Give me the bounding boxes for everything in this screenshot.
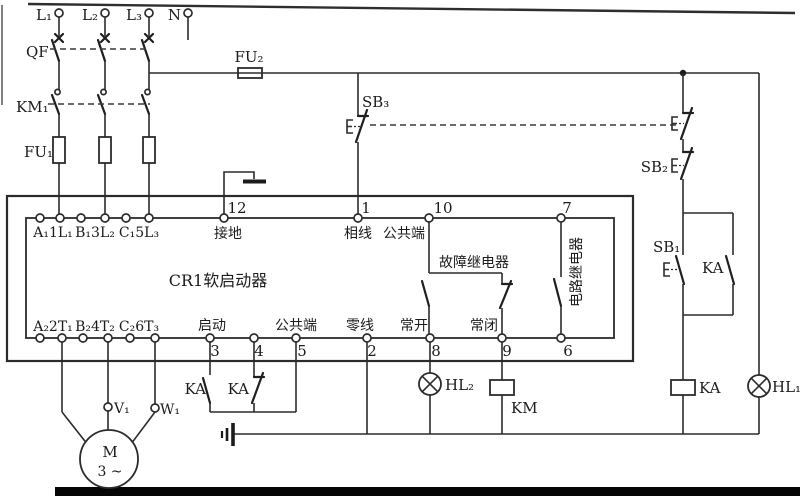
circuit-relay-contact: 电路继电器	[552, 218, 585, 338]
ka-start-contacts: KA KA	[185, 342, 297, 413]
starter-inner-box	[25, 217, 615, 339]
label-FU1: FU₁	[24, 143, 53, 161]
terminal-label-A1-1L1: A₁1L₁	[32, 225, 73, 241]
terminal-number-8: 8	[431, 342, 441, 360]
pushbutton-SB3: SB₃	[346, 73, 676, 218]
stop-chain: SB₂ SB₁ KA KA	[641, 73, 736, 434]
starter-outer-box	[5, 194, 635, 363]
terminal-L2	[100, 8, 110, 18]
qf-pole-3	[140, 17, 155, 90]
pushbutton-SB2: SB₂	[641, 146, 695, 181]
terminal-number-4: 4	[254, 342, 264, 360]
label-V1: V₁	[113, 401, 130, 417]
terminal-label-neutral: 零线	[346, 318, 374, 334]
label-L2: L₂	[82, 6, 98, 24]
label-KA-no: KA	[185, 380, 207, 398]
terminal-number-12: 12	[227, 199, 246, 217]
lamp-HL2: HL₂	[418, 342, 474, 434]
label-HL1: HL₁	[772, 378, 800, 396]
km-coil-icon	[489, 379, 515, 396]
label-W1: W₁	[160, 402, 180, 418]
terminal-number-2: 2	[367, 342, 377, 360]
terminal-label-C2-6T3: C₂6T₃	[119, 319, 159, 335]
motor-label: M	[102, 443, 117, 461]
lamp-HL1: HL₁	[747, 73, 800, 434]
earth-symbol	[223, 171, 266, 218]
terminal-number-1: 1	[361, 199, 371, 217]
label-SB2: SB₂	[641, 158, 668, 176]
label-KM: KM	[511, 399, 538, 417]
terminal-label-C1-5L3: C₁5L₃	[119, 225, 159, 241]
terminal-V1	[103, 402, 113, 412]
label-HL2: HL₂	[445, 376, 474, 394]
fuse-FU2: FU₂	[149, 48, 759, 79]
terminal-label-B1-3L2: B₁3L₂	[75, 225, 115, 241]
motor-icon	[79, 429, 139, 489]
qf-pole-1	[50, 17, 65, 90]
terminal-number-10: 10	[433, 199, 452, 217]
contactor-coil-KM: KM	[489, 342, 538, 434]
motor-circuit: V₁ W₁ M 3 ~	[61, 342, 180, 489]
starter-terminals	[35, 213, 566, 343]
terminal-label-start: 启动	[198, 318, 226, 334]
km1-pole-1	[50, 88, 61, 218]
terminal-label-nc: 常闭	[470, 318, 498, 334]
soft-starter-block: CR1软启动器 故障继电器 电路继电器 12 1 10	[5, 171, 635, 363]
terminal-number-3: 3	[210, 342, 220, 360]
label-QF: QF	[26, 43, 49, 61]
page-bottom-bar	[55, 487, 800, 496]
terminal-label-common-top: 公共端	[383, 226, 425, 242]
terminal-label-no: 常开	[400, 318, 428, 334]
terminal-L1	[54, 8, 64, 18]
label-KM1: KM₁	[16, 98, 49, 116]
breaker-QF: QF	[26, 17, 155, 90]
ka-seal-in-contact: KA	[702, 254, 736, 286]
relay-coil-KA: KA	[670, 379, 721, 397]
label-L3: L₃	[126, 6, 142, 24]
motor-phase-label: 3 ~	[97, 464, 122, 480]
terminal-number-5: 5	[297, 342, 307, 360]
terminal-label-B2-4T2: B₂4T₂	[75, 319, 115, 335]
qf-pole-2	[96, 17, 111, 90]
terminal-label-phase: 相线	[344, 226, 372, 242]
label-KA-contact: KA	[702, 259, 724, 277]
starter-title: CR1软启动器	[169, 271, 267, 290]
sb3-actuator	[346, 119, 353, 134]
fuse-FU1: FU₁	[24, 136, 156, 164]
km1-pole-3	[140, 88, 151, 218]
terminal-number-7: 7	[562, 199, 572, 217]
label-KA-nc: KA	[228, 380, 250, 398]
terminal-label-A2-2T1: A₂2T₁	[32, 319, 73, 335]
terminal-W1	[150, 403, 160, 413]
terminal-N	[183, 8, 193, 18]
terminal-label-common-bottom: 公共端	[275, 318, 317, 334]
contactor-KM1: KM₁	[16, 88, 151, 218]
label-FU2: FU₂	[234, 48, 263, 66]
terminal-number-9: 9	[502, 342, 512, 360]
nc-contact-linked-sb3	[671, 106, 695, 141]
fault-relay-contacts: 故障继电器	[420, 218, 514, 338]
label-fault-relay: 故障继电器	[439, 255, 509, 271]
neutral-rail	[220, 342, 759, 446]
label-SB3: SB₃	[362, 93, 389, 111]
label-KA-coil: KA	[699, 379, 721, 397]
terminal-L3	[144, 8, 154, 18]
label-N: N	[168, 6, 181, 24]
pushbutton-SB1: SB₁	[653, 238, 686, 286]
label-circuit-relay: 电路继电器	[569, 237, 585, 307]
label-SB1: SB₁	[653, 238, 680, 256]
terminal-label-ground: 接地	[214, 225, 242, 242]
terminal-number-6: 6	[563, 342, 573, 360]
label-L1: L₁	[36, 6, 52, 24]
ground-symbol	[220, 423, 235, 446]
